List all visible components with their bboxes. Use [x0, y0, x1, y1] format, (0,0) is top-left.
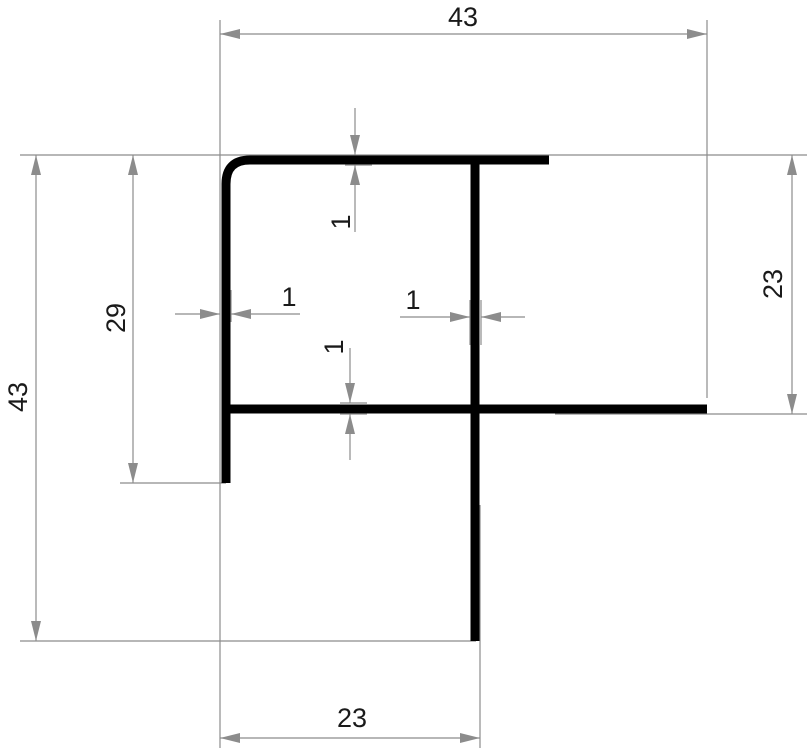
- dim-left-wall-thickness: 1: [175, 282, 300, 322]
- dim-overall-width: 43: [220, 2, 707, 39]
- dim-left-wall-thickness-label: 1: [281, 282, 296, 312]
- dim-left-leg-height: 29: [101, 155, 138, 483]
- aluminium-profile: [221, 155, 707, 641]
- dim-right-leg-height-label: 23: [758, 269, 788, 299]
- dim-overall-height: 43: [3, 155, 41, 641]
- dim-middle-wall-thickness: 1: [319, 339, 367, 460]
- dim-left-leg-height-label: 29: [101, 303, 131, 333]
- profile-outer-corner: [221, 155, 549, 483]
- dim-inner-wall-thickness-label: 1: [405, 285, 420, 315]
- dim-overall-height-label: 43: [3, 382, 33, 412]
- extension-lines: [20, 20, 807, 748]
- dim-bottom-leg-width: 23: [220, 703, 480, 743]
- dim-middle-wall-thickness-label: 1: [319, 339, 349, 354]
- dim-overall-width-label: 43: [448, 2, 478, 32]
- dim-top-wall-thickness-label: 1: [326, 214, 356, 229]
- dim-bottom-leg-width-label: 23: [337, 703, 367, 733]
- dim-top-wall-thickness: 1: [326, 108, 372, 232]
- dim-right-leg-height: 23: [758, 155, 797, 414]
- dim-inner-wall-thickness: 1: [400, 285, 525, 345]
